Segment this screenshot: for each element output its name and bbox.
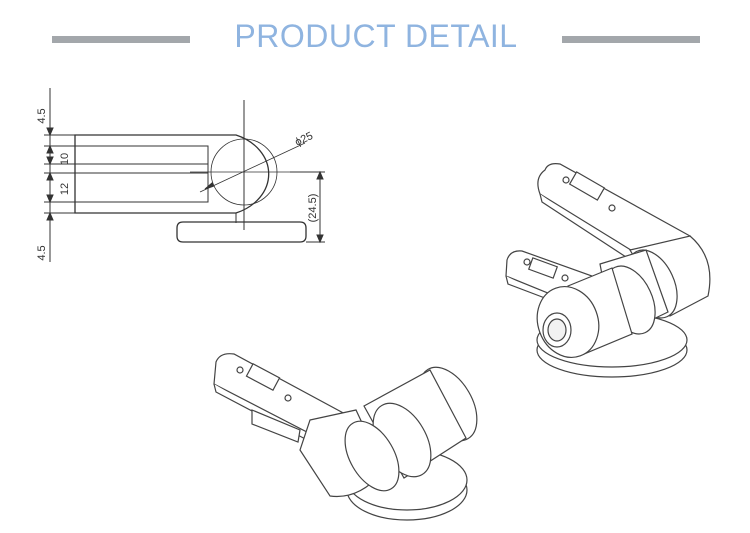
dim-bottom-label: 4.5 bbox=[36, 245, 48, 260]
hinge-illustration-right bbox=[505, 163, 711, 378]
page-title: PRODUCT DETAIL bbox=[234, 18, 518, 54]
technical-drawing bbox=[44, 88, 325, 262]
dim-mid-label: 10 bbox=[59, 153, 71, 165]
header-divider-right bbox=[562, 36, 700, 43]
page-header: PRODUCT DETAIL bbox=[0, 0, 750, 80]
dim-diameter-label: ϕ25 bbox=[293, 130, 315, 149]
dim-top-label: 4.5 bbox=[36, 108, 48, 123]
dim-height-label: (24.5) bbox=[307, 194, 319, 223]
dim-low-label: 12 bbox=[59, 183, 71, 195]
hinge-illustration-bottom bbox=[213, 353, 478, 521]
header-divider-left bbox=[52, 36, 190, 43]
